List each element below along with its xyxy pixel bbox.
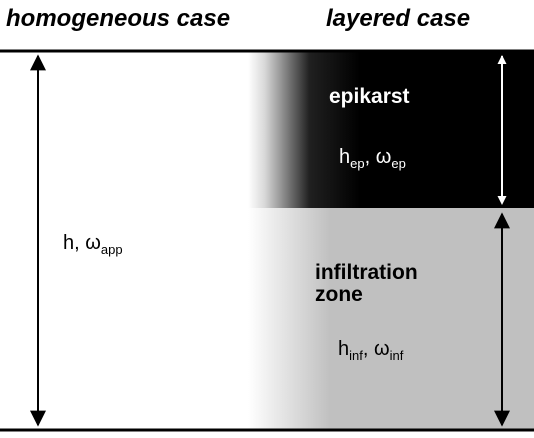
infiltration-porosity-symbol: ω <box>373 338 390 360</box>
infiltration-parameters: hinf, ωinf <box>338 338 403 367</box>
homogeneous-thickness-symbol: h <box>63 232 75 254</box>
homogeneous-porosity-symbol: ω <box>85 232 101 254</box>
homogeneous-porosity-subscript: app <box>100 242 123 257</box>
infiltration-porosity-subscript: inf <box>389 348 404 363</box>
homogeneous-case-header: homogeneous case <box>6 5 231 32</box>
separator: , <box>74 232 86 254</box>
separator: , <box>364 146 376 168</box>
epikarst-gradient <box>248 52 360 208</box>
epikarst-label: epikarst <box>329 85 410 108</box>
epikarst-thickness-symbol: h <box>339 146 351 168</box>
infiltration-zone-label: infiltration zone <box>315 262 418 306</box>
epikarst-arrow-head-bottom <box>497 196 507 205</box>
infiltration-zone-layer <box>329 208 534 430</box>
epikarst-thickness-subscript: ep <box>350 156 365 171</box>
layered-case-header: layered case <box>326 5 471 32</box>
infiltration-label-line2: zone <box>315 283 363 306</box>
homogeneous-parameters: h, ωapp <box>63 232 123 261</box>
epikarst-porosity-symbol: ω <box>375 146 392 168</box>
epikarst-layer <box>359 52 534 208</box>
infiltration-gradient <box>248 208 330 430</box>
separator: , <box>362 338 374 360</box>
epikarst-porosity-subscript: ep <box>391 156 406 171</box>
epikarst-arrow-head-top <box>497 55 507 64</box>
epikarst-parameters: hep, ωep <box>339 146 406 175</box>
infiltration-thickness-subscript: inf <box>349 348 363 363</box>
infiltration-thickness-symbol: h <box>338 338 350 360</box>
infiltration-label-line1: infiltration <box>315 261 418 284</box>
